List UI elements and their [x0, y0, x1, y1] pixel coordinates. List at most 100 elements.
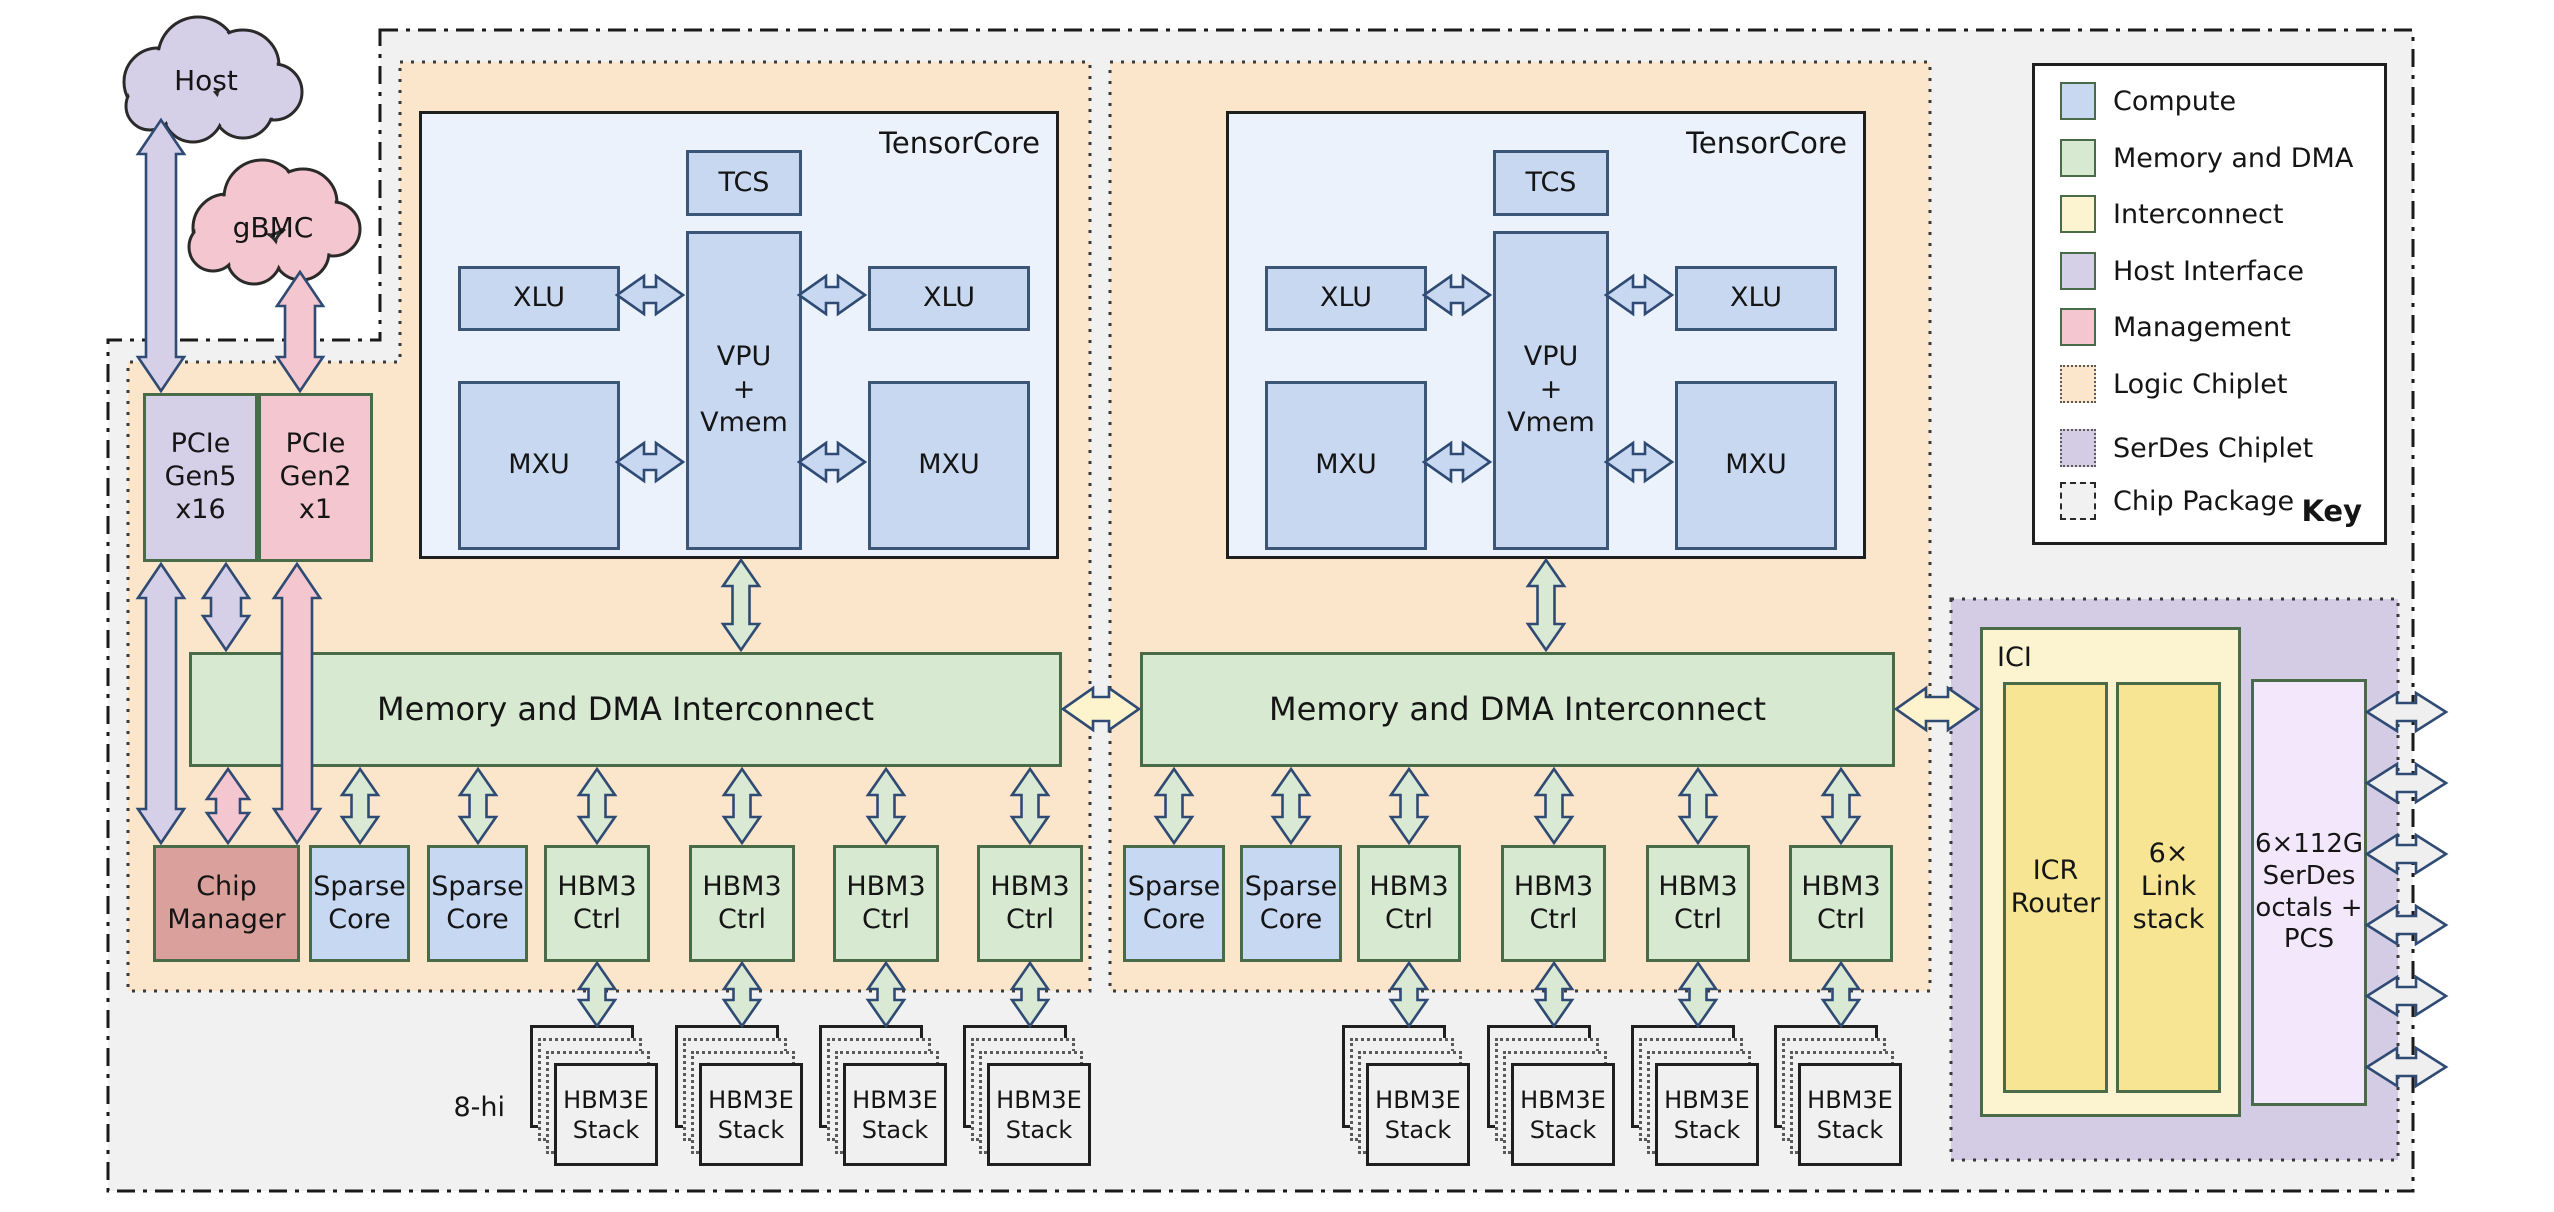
hbm3e-stack-front-card: HBM3E Stack — [699, 1063, 803, 1166]
arrow-interconnect1-hbm3-ctrl-3 — [865, 766, 907, 846]
arrow-serdes-link-4 — [2364, 903, 2449, 947]
arrow-interconnect2-sparse-core-1 — [1153, 766, 1195, 846]
legend-swatch-host-interface — [2060, 252, 2096, 290]
arrow-host-pcie5 — [135, 117, 187, 394]
arrow-vpu-mxu-tc1-right — [796, 440, 868, 484]
arrow-interconnect1-sparse-core-2 — [457, 766, 499, 846]
stack-height-label: 8-hi — [453, 1092, 505, 1123]
arrow-hbm3-ctrl-stack-3 — [865, 960, 907, 1029]
arrow-mxu-vpu-tc1-left — [614, 440, 686, 484]
arrow-gbmc-pcie2 — [274, 269, 326, 394]
hbm3e-stack: HBM3E Stack — [963, 1025, 1091, 1167]
hbm3e-stack-front-card: HBM3E Stack — [1511, 1063, 1615, 1166]
hbm3e-stack: HBM3E Stack — [1487, 1025, 1615, 1167]
tcs-block: TCS — [1493, 150, 1609, 216]
arrow-interconnect1-sparse-core-1 — [339, 766, 381, 846]
legend-item: SerDes Chiplet — [2035, 429, 2384, 467]
tcs-block: TCS — [686, 150, 802, 216]
arrow-hbm3-ctrl-stack-6 — [1533, 960, 1575, 1029]
legend-swatch-compute — [2060, 82, 2096, 120]
vpu-vmem-block: VPU + Vmem — [1493, 231, 1609, 550]
arrow-serdes-link-6 — [2364, 1045, 2449, 1089]
hbm3e-stack: HBM3E Stack — [819, 1025, 947, 1167]
memory-dma-interconnect-1: Memory and DMA Interconnect — [189, 652, 1062, 767]
xlu-right-block: XLU — [1675, 266, 1837, 331]
legend-item: Management — [2035, 308, 2384, 346]
hbm3e-stack: HBM3E Stack — [1342, 1025, 1470, 1167]
sparse-core-block: Sparse Core — [427, 845, 528, 962]
hbm3e-stack: HBM3E Stack — [1631, 1025, 1759, 1167]
arrow-serdes-link-2 — [2364, 761, 2449, 805]
ici-label: ICI — [1997, 642, 2032, 673]
arrow-vpu-mxu-tc2-right — [1603, 440, 1675, 484]
arrow-pcie5-chip-manager — [135, 561, 187, 846]
legend-swatch-memory-dma — [2060, 139, 2096, 177]
hbm3-ctrl-block: HBM3 Ctrl — [1501, 845, 1606, 962]
tensorcore-1: TensorCore TCS VPU + Vmem XLU XLU MXU MX… — [419, 111, 1059, 559]
legend-item: Memory and DMA — [2035, 139, 2384, 177]
hbm3-ctrl-block: HBM3 Ctrl — [544, 845, 650, 962]
arrow-tensorcore1-interconnect1 — [720, 557, 762, 653]
hbm3-ctrl-block: HBM3 Ctrl — [1357, 845, 1461, 962]
arrow-pcie2-chip-manager — [271, 561, 323, 846]
arrow-interconnect2-hbm3-ctrl-3 — [1677, 766, 1719, 846]
arrow-serdes-link-1 — [2364, 690, 2449, 734]
legend-item: Interconnect — [2035, 195, 2384, 233]
sparse-core-block: Sparse Core — [1123, 845, 1225, 962]
mxu-left-block: MXU — [1265, 381, 1427, 550]
sparse-core-block: Sparse Core — [309, 845, 410, 962]
hbm3e-stack: HBM3E Stack — [675, 1025, 803, 1167]
link-stack-block: 6× Link stack — [2116, 682, 2221, 1093]
hbm3e-stack: HBM3E Stack — [530, 1025, 658, 1167]
sparse-core-block: Sparse Core — [1240, 845, 1342, 962]
gbmc-cloud — [187, 158, 362, 286]
arrow-interconnect1-hbm3-ctrl-2 — [721, 766, 763, 846]
arrow-interconnect1-interconnect2 — [1060, 685, 1142, 733]
arrow-serdes-link-3 — [2364, 832, 2449, 876]
arrow-hbm3-ctrl-stack-1 — [576, 960, 618, 1029]
arrow-hbm3-ctrl-stack-7 — [1677, 960, 1719, 1029]
legend-swatch-chip-package — [2060, 482, 2096, 520]
arrow-interconnect2-hbm3-ctrl-1 — [1388, 766, 1430, 846]
ici-box: ICI ICR Router 6× Link stack — [1980, 627, 2241, 1117]
arrow-vpu-xlu-tc1-right — [796, 273, 868, 317]
arrow-hbm3-ctrl-stack-2 — [721, 960, 763, 1029]
arrow-hbm3-ctrl-stack-5 — [1388, 960, 1430, 1029]
mxu-right-block: MXU — [868, 381, 1030, 550]
hbm3e-stack-front-card: HBM3E Stack — [987, 1063, 1091, 1166]
icr-router-block: ICR Router — [2003, 682, 2108, 1093]
pcie-gen5-block: PCIe Gen5 x16 — [143, 393, 258, 562]
arrow-interconnect1-hbm3-ctrl-4 — [1009, 766, 1051, 846]
host-cloud — [122, 15, 304, 144]
chip-manager-block: Chip Manager — [153, 845, 300, 962]
gbmc-cloud-label: gBMC — [232, 210, 314, 244]
tensorcore-1-label: TensorCore — [879, 126, 1040, 160]
hbm3-ctrl-block: HBM3 Ctrl — [1789, 845, 1893, 962]
arrow-xlu-vpu-tc1-left — [614, 273, 686, 317]
arrow-interconnect2-sparse-core-2 — [1270, 766, 1312, 846]
tensorcore-2: TensorCore TCS VPU + Vmem XLU XLU MXU MX… — [1226, 111, 1866, 559]
hbm3-ctrl-block: HBM3 Ctrl — [1646, 845, 1750, 962]
pcie-gen2-block: PCIe Gen2 x1 — [258, 393, 373, 562]
hbm3-ctrl-block: HBM3 Ctrl — [833, 845, 939, 962]
arrow-interconnect1-chip-manager — [204, 766, 252, 846]
hbm3e-stack-front-card: HBM3E Stack — [843, 1063, 947, 1166]
xlu-left-block: XLU — [1265, 266, 1427, 331]
mxu-right-block: MXU — [1675, 381, 1837, 550]
legend-item: Logic Chiplet — [2035, 365, 2384, 403]
legend-swatch-management — [2060, 308, 2096, 346]
xlu-right-block: XLU — [868, 266, 1030, 331]
arrow-tensorcore2-interconnect2 — [1525, 557, 1567, 653]
mxu-left-block: MXU — [458, 381, 620, 550]
legend-item: Compute — [2035, 82, 2384, 120]
arrow-hbm3-ctrl-stack-4 — [1009, 960, 1051, 1029]
hbm3e-stack-front-card: HBM3E Stack — [1366, 1063, 1470, 1166]
arrow-hbm3-ctrl-stack-8 — [1820, 960, 1862, 1029]
memory-dma-interconnect-2: Memory and DMA Interconnect — [1140, 652, 1895, 767]
legend-swatch-serdes-chiplet — [2060, 429, 2096, 467]
tensorcore-2-label: TensorCore — [1686, 126, 1847, 160]
hbm3e-stack: HBM3E Stack — [1774, 1025, 1902, 1167]
arrow-pcie5-interconnect1 — [200, 561, 252, 653]
hbm3-ctrl-block: HBM3 Ctrl — [689, 845, 795, 962]
